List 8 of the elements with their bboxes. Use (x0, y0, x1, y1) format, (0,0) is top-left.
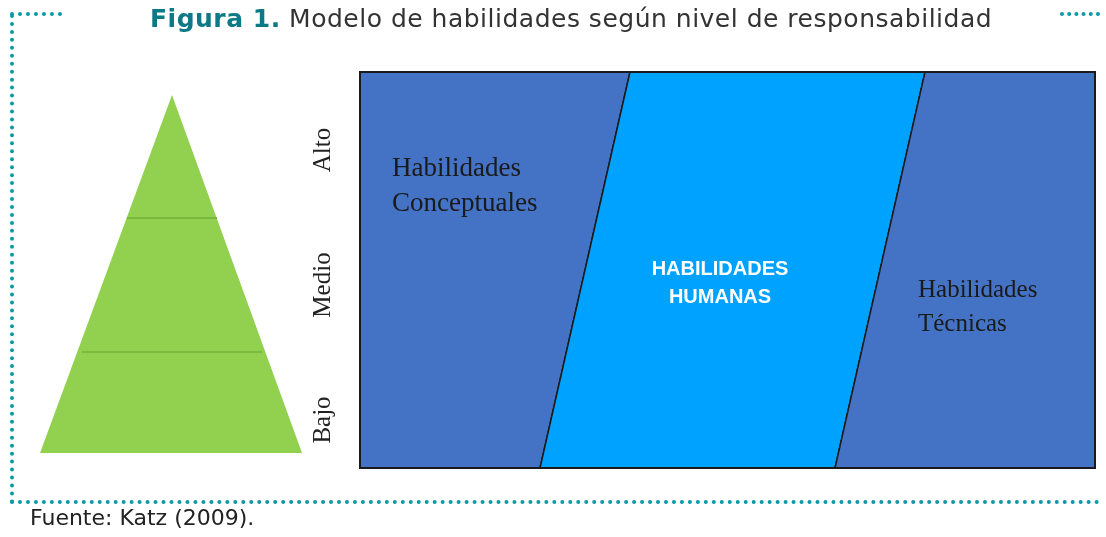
band-label: Habilidades Conceptuales (392, 151, 539, 220)
figure-title: Figura 1. Modelo de habilidades según nivel de responsabilidad (150, 4, 993, 33)
level-label: Medio (308, 252, 336, 318)
band-label: Habilidades Técnicas (918, 274, 1039, 338)
level-label: Alto (308, 127, 336, 173)
level-label: Bajo (308, 396, 336, 444)
source-caption: Fuente: Katz (2009). (30, 505, 255, 530)
band-label: HABILIDADES HUMANAS (650, 256, 790, 309)
